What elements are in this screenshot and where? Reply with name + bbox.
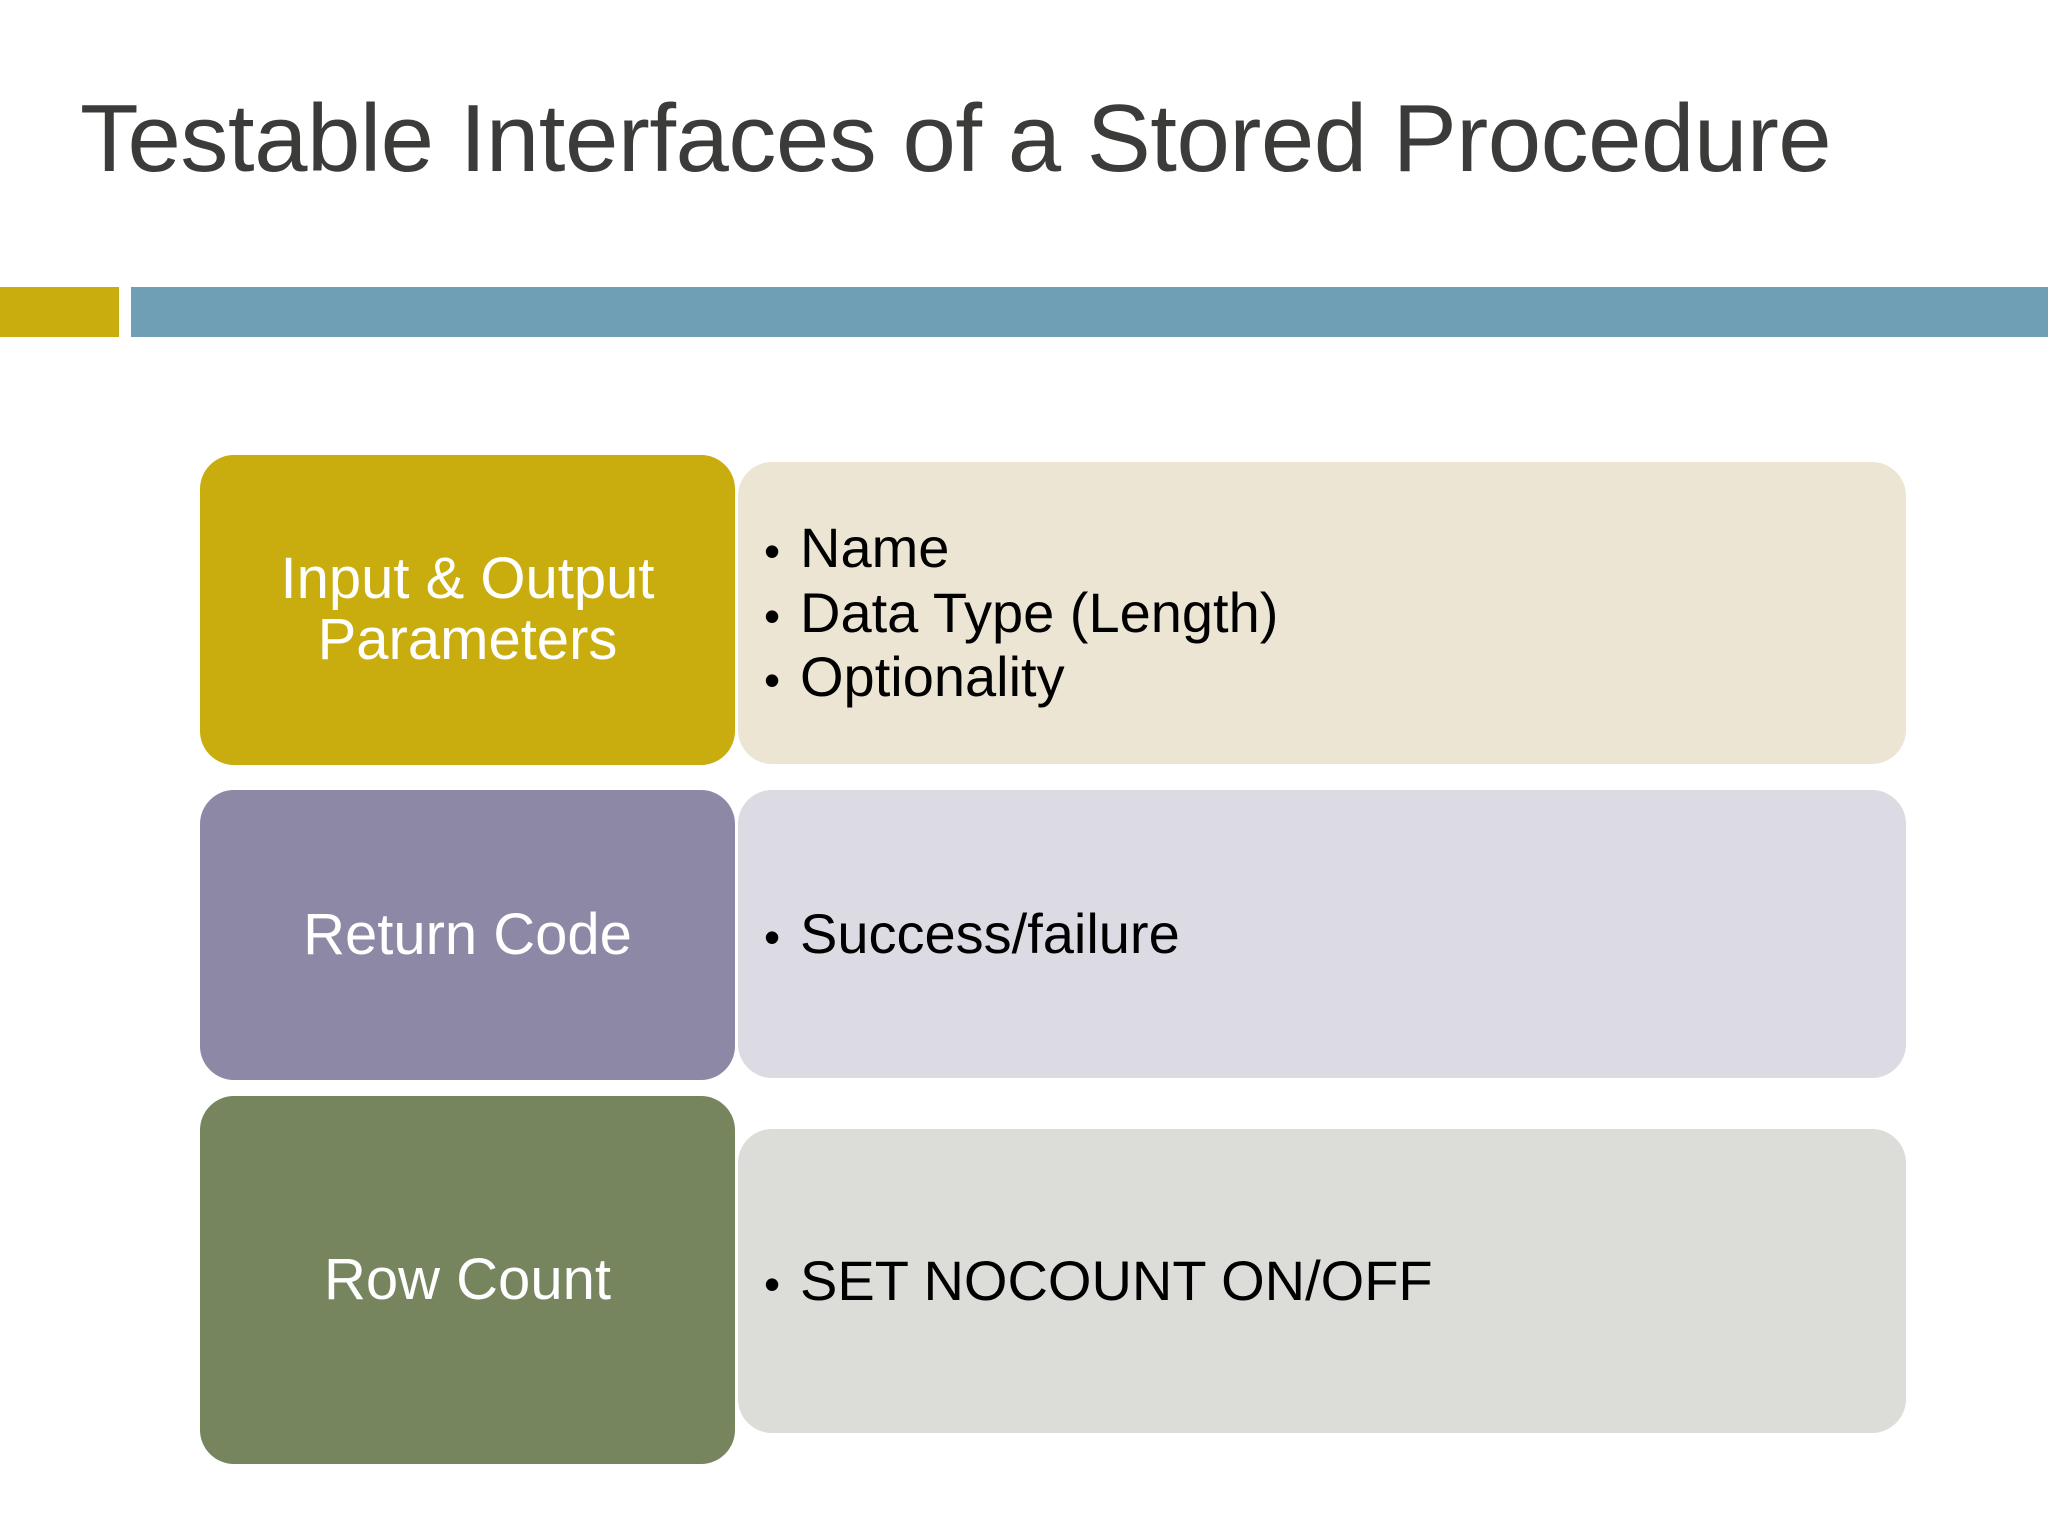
list-item-label: SET NOCOUNT ON/OFF [800, 1248, 1433, 1312]
process-label-return-code[interactable]: Return Code [200, 790, 735, 1080]
list-item-label: Optionality [800, 645, 1065, 709]
divider-rule-bar [131, 287, 2048, 337]
process-label-input-output-parameters[interactable]: Input & Output Parameters [200, 455, 735, 765]
title-divider [0, 287, 2048, 337]
bullet-icon: • [764, 1257, 781, 1310]
list-item: • SET NOCOUNT ON/OFF [764, 1249, 1906, 1314]
list-item: • Success/failure [764, 902, 1906, 967]
page-title: Testable Interfaces of a Stored Procedur… [80, 85, 1832, 193]
list-item-label: Success/failure [800, 901, 1180, 965]
list-item: • Data Type (Length) [764, 581, 1906, 646]
process-detail-panel-input-output-parameters: • Name • Data Type (Length) • Optionalit… [738, 462, 1906, 764]
process-detail-panel-return-code: • Success/failure [738, 790, 1906, 1078]
bullet-icon: • [764, 910, 781, 963]
process-label-row-count[interactable]: Row Count [200, 1096, 735, 1464]
list-item-label: Name [800, 515, 950, 579]
list-item: • Name [764, 516, 1906, 581]
divider-accent-block [0, 287, 119, 337]
list-item-label: Data Type (Length) [800, 580, 1279, 644]
bullet-icon: • [764, 654, 781, 707]
bullet-icon: • [764, 524, 781, 577]
bullet-icon: • [764, 589, 781, 642]
list-item: • Optionality [764, 645, 1906, 710]
process-detail-panel-row-count: • SET NOCOUNT ON/OFF [738, 1129, 1906, 1433]
